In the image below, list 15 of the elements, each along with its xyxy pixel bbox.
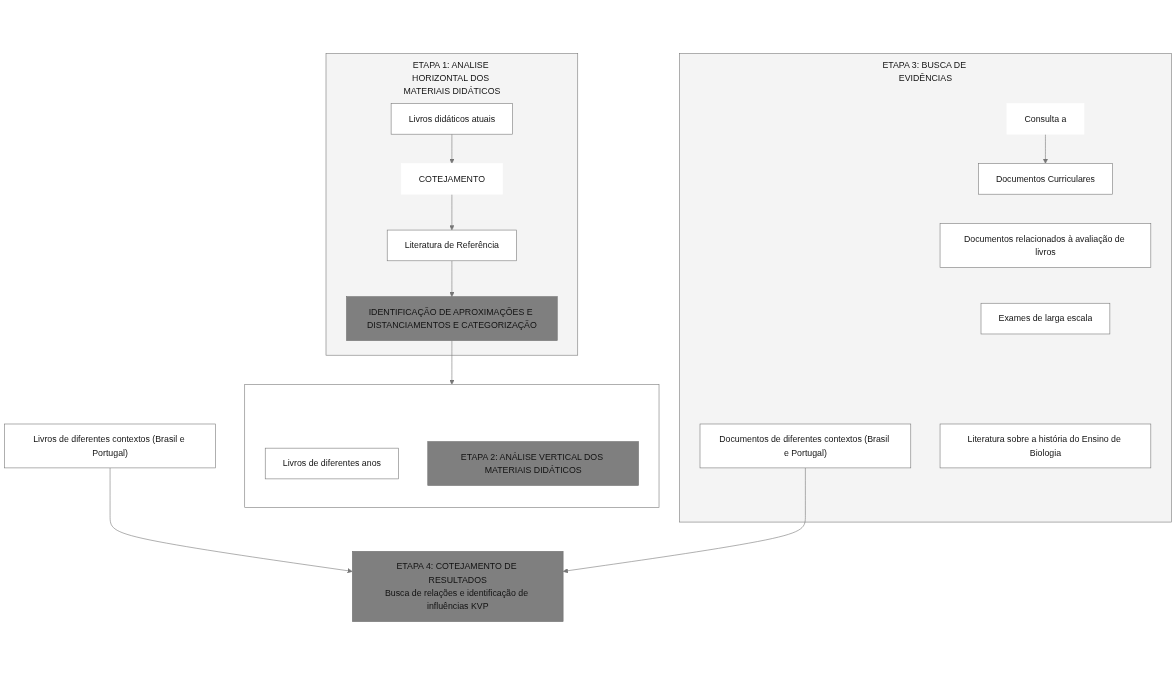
node-box: Literatura sobre a história do Ensino de Biologia (939, 423, 1152, 469)
node-box: Documentos relacionados à avaliação de livros (939, 223, 1152, 268)
node-box: ETAPA 4: COTEJAMENTO DE RESULTADOS Busca de relações e identificação de influências KVP (352, 550, 564, 622)
node-box: ETAPA 2: ANÁLISE VERTICAL DOS MATERIAIS DIDÁTICOS (427, 441, 639, 486)
cluster (244, 384, 660, 508)
node-box: Livros de diferentes anos (264, 447, 399, 480)
node-box: Livros de diferentes contextos (Brasil e Portugal) (4, 423, 216, 469)
node-box: COTEJAMENTO (400, 163, 503, 195)
node-box: IDENTIFICAÇÃO DE APROXIMAÇÕES E DISTANCIAMENTOS E CATEGORIZAÇÃO (346, 296, 558, 341)
node-box: Exames de larga escala (980, 302, 1111, 335)
node-box: Consulta a (1006, 103, 1085, 135)
node-box: Documentos de diferentes contextos (Brasil e Portugal) (699, 423, 912, 469)
node-box: Literatura de Referência (386, 229, 517, 261)
node-box: Documentos Curriculares (978, 163, 1113, 195)
node-box: Livros didáticos atuais (390, 103, 513, 135)
